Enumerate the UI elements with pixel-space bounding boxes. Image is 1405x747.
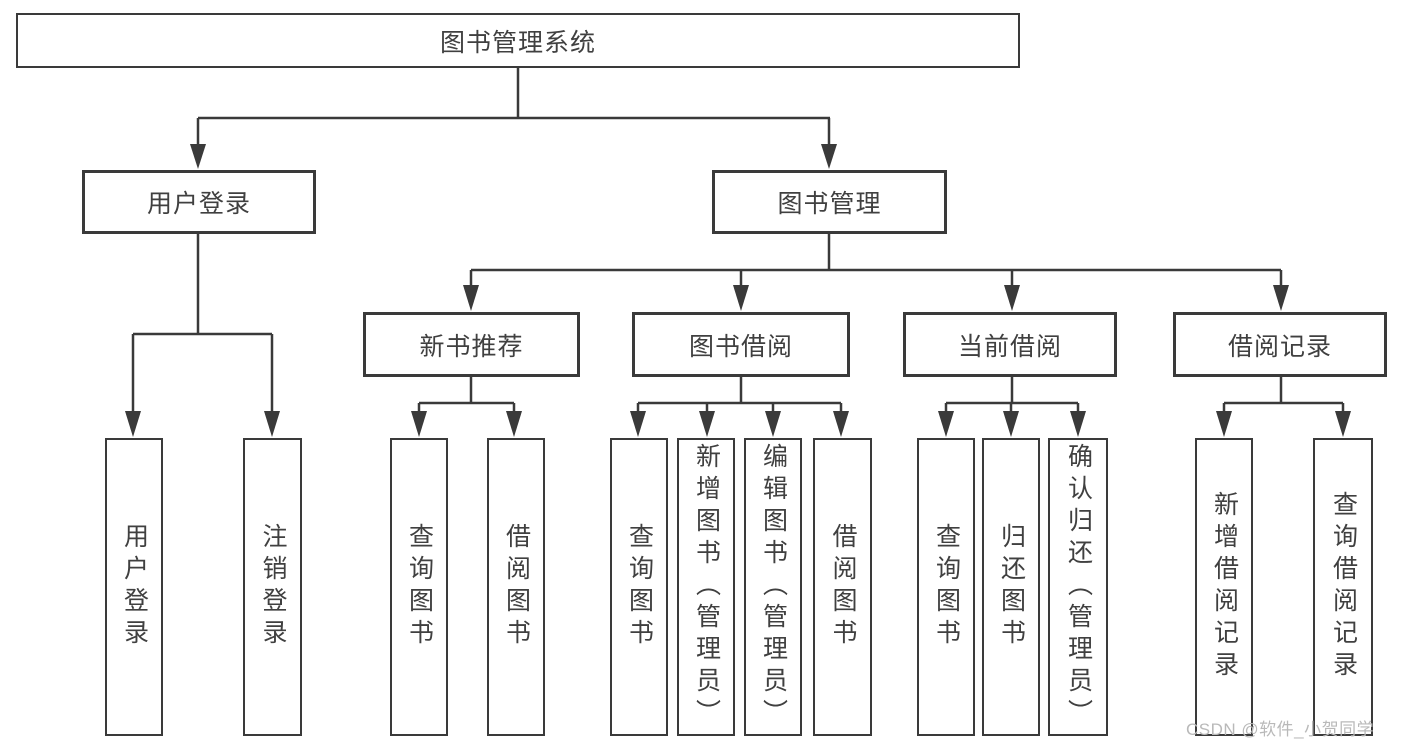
node-borrowing-records: 借阅记录 xyxy=(1173,312,1387,377)
leaf-add-book-admin: 新增图书（管理员） xyxy=(677,438,735,736)
leaf-label: 新增借阅记录 xyxy=(1210,491,1239,683)
leaf-add-borrow-record: 新增借阅记录 xyxy=(1195,438,1253,736)
arrowheads xyxy=(125,144,1351,437)
arrow-down-icon xyxy=(1216,411,1232,437)
csdn-watermark: CSDN @软件_小贺同学 xyxy=(1186,720,1375,739)
leaf-query-books-borrow: 查询图书 xyxy=(610,438,668,736)
connector-path xyxy=(131,68,1345,415)
leaf-query-books-recommend: 查询图书 xyxy=(390,438,448,736)
node-book-borrowing: 图书借阅 xyxy=(632,312,850,377)
leaf-borrow-books: 借阅图书 xyxy=(813,438,872,736)
arrow-down-icon xyxy=(733,285,749,311)
leaf-label: 确认归还（管理员） xyxy=(1064,443,1093,731)
leaf-label: 查询图书 xyxy=(405,523,434,651)
node-current-borrowing: 当前借阅 xyxy=(903,312,1117,377)
node-label: 图书管理系统 xyxy=(439,28,596,57)
arrow-down-icon xyxy=(699,411,715,437)
node-user-login: 用户登录 xyxy=(82,170,316,234)
leaf-label: 归还图书 xyxy=(997,523,1026,651)
node-label: 新书推荐 xyxy=(419,332,524,361)
node-label: 借阅记录 xyxy=(1227,332,1332,361)
leaf-edit-book-admin: 编辑图书（管理员） xyxy=(744,438,802,736)
leaf-label: 用户登录 xyxy=(120,523,149,651)
arrow-down-icon xyxy=(765,411,781,437)
arrow-down-icon xyxy=(125,411,141,437)
arrow-down-icon xyxy=(1003,411,1019,437)
leaf-label: 新增图书（管理员） xyxy=(692,443,721,731)
node-book-management: 图书管理 xyxy=(712,170,947,234)
arrow-down-icon xyxy=(190,144,206,169)
arrow-down-icon xyxy=(264,411,280,437)
leaf-confirm-return-admin: 确认归还（管理员） xyxy=(1048,438,1108,736)
arrow-down-icon xyxy=(1070,411,1086,437)
leaf-label: 借阅图书 xyxy=(829,523,857,651)
leaf-label: 查询图书 xyxy=(932,523,961,651)
leaf-query-books-current: 查询图书 xyxy=(917,438,975,736)
arrow-down-icon xyxy=(1335,411,1351,437)
leaf-user-login: 用户登录 xyxy=(105,438,163,736)
node-library-management-system: 图书管理系统 xyxy=(16,13,1020,68)
leaf-label: 借阅图书 xyxy=(502,523,531,651)
arrow-down-icon xyxy=(506,411,522,437)
node-label: 当前借阅 xyxy=(957,332,1062,361)
node-label: 用户登录 xyxy=(146,190,251,218)
arrow-down-icon xyxy=(1273,285,1289,311)
arrow-down-icon xyxy=(463,285,479,311)
node-label: 图书借阅 xyxy=(688,332,793,361)
leaf-logout: 注销登录 xyxy=(243,438,302,736)
leaf-label: 注销登录 xyxy=(259,523,287,651)
arrow-down-icon xyxy=(821,144,837,169)
leaf-label: 查询借阅记录 xyxy=(1329,491,1358,683)
arrow-down-icon xyxy=(938,411,954,437)
arrow-down-icon xyxy=(1004,285,1020,311)
node-new-book-recommendation: 新书推荐 xyxy=(363,312,580,377)
arrow-down-icon xyxy=(630,411,646,437)
leaf-borrow-books-recommend: 借阅图书 xyxy=(487,438,545,736)
leaf-label: 编辑图书（管理员） xyxy=(759,443,788,731)
leaf-return-book: 归还图书 xyxy=(982,438,1040,736)
arrow-down-icon xyxy=(411,411,427,437)
node-label: 图书管理 xyxy=(777,190,882,218)
leaf-label: 查询图书 xyxy=(625,523,654,651)
leaf-query-borrow-record: 查询借阅记录 xyxy=(1313,438,1373,736)
arrow-down-icon xyxy=(833,411,849,437)
